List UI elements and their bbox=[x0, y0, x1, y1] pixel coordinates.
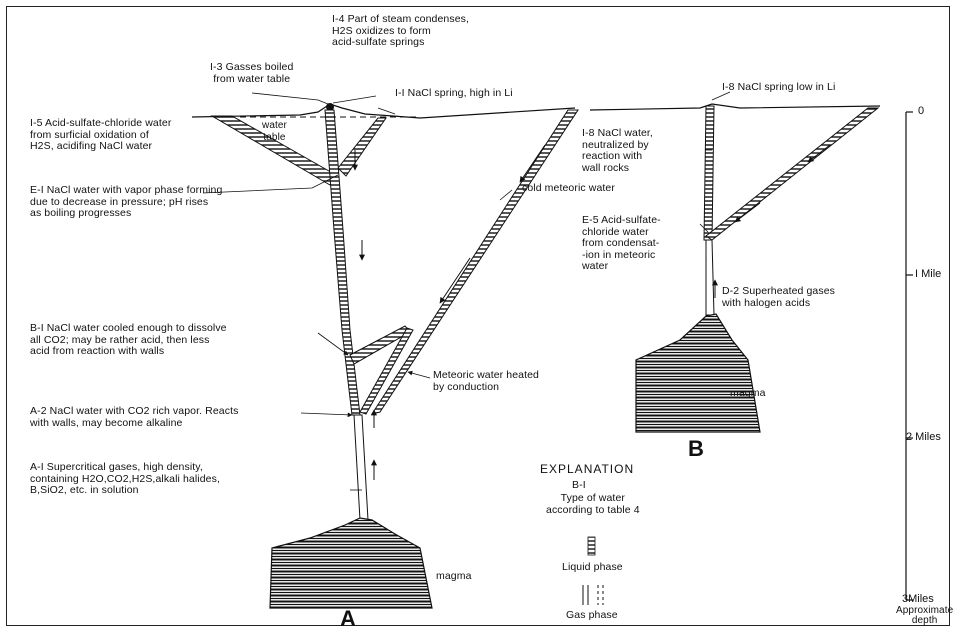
label-i3: I-3 Gasses boiled from water table bbox=[210, 62, 293, 85]
panel-a-letter: A bbox=[340, 606, 356, 632]
b-lower-conduit bbox=[706, 240, 714, 315]
panel-a-cross-section bbox=[192, 93, 578, 608]
label-cold-meteoric: cold meteoric water bbox=[522, 183, 615, 195]
magma-body-a bbox=[270, 518, 432, 608]
depth-caption: Approximate depth bbox=[896, 606, 953, 626]
label-i8-spring: I-8 NaCl spring low in Li bbox=[722, 82, 835, 94]
depth-scale bbox=[906, 112, 913, 600]
ground-surface-b bbox=[590, 104, 880, 110]
label-i4: I-4 Part of steam condenses, H2S oxidize… bbox=[332, 14, 469, 49]
branch-right-a bbox=[338, 118, 386, 176]
magma-body-b bbox=[636, 314, 760, 432]
label-b1: B-I NaCl water cooled enough to dissolve… bbox=[30, 323, 227, 358]
label-magma-a: magma bbox=[436, 571, 472, 583]
explanation-code: B-I bbox=[572, 480, 586, 492]
depth-tick-3: 3Miles bbox=[902, 593, 934, 605]
label-e1: E-I NaCl water with vapor phase forming … bbox=[30, 185, 222, 220]
explanation-gas: Gas phase bbox=[566, 610, 618, 622]
label-e5: E-5 Acid-sulfate- chloride water from co… bbox=[582, 215, 661, 273]
label-meteoric-heated: Meteoric water heated by conduction bbox=[433, 370, 539, 393]
depth-tick-2: 2 Miles bbox=[906, 431, 941, 443]
explanation-title: EXPLANATION bbox=[540, 462, 634, 476]
explanation-code-desc: Type of water according to table 4 bbox=[546, 493, 640, 516]
b-vertical-channel bbox=[704, 106, 714, 240]
depth-tick-0: 0 bbox=[918, 105, 924, 117]
depth-tick-1: I Mile bbox=[915, 268, 941, 280]
ground-surface-a bbox=[192, 104, 575, 118]
label-a2: A-2 NaCl water with CO2 rich vapor. Reac… bbox=[30, 406, 238, 429]
label-magma-b: magma bbox=[730, 388, 766, 400]
label-a1: A-I Supercritical gases, high density, c… bbox=[30, 462, 220, 497]
liquid-phase-symbol bbox=[588, 537, 595, 555]
explanation-liquid: Liquid phase bbox=[562, 562, 623, 574]
label-i5: I-5 Acid-sulfate-chloride water from sur… bbox=[30, 118, 171, 153]
label-i8-water: I-8 NaCl water, neutralized by reaction … bbox=[582, 128, 653, 174]
lower-conduit bbox=[354, 415, 368, 520]
label-i1: I-I NaCl spring, high in Li bbox=[395, 88, 513, 100]
label-water-table: water table bbox=[262, 120, 287, 143]
panel-b-letter: B bbox=[688, 436, 704, 462]
b-meteoric-channel bbox=[706, 108, 878, 240]
label-d2: D-2 Superheated gases with halogen acids bbox=[722, 286, 835, 309]
